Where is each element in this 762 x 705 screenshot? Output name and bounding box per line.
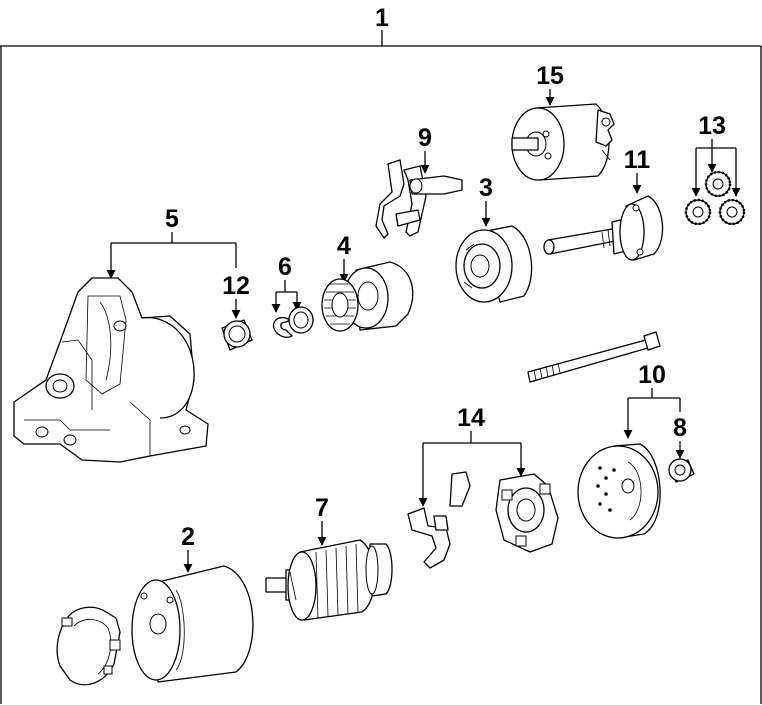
part-15-solenoid	[511, 103, 615, 181]
callout-2: 2	[181, 523, 195, 551]
part-6-rings	[273, 306, 314, 338]
callout-3: 3	[479, 174, 493, 202]
callout-6: 6	[278, 253, 292, 281]
callout-12: 12	[222, 272, 250, 300]
part-2-field-frame	[131, 565, 254, 683]
part-14-brush-holder	[407, 471, 559, 569]
diagram-frame	[0, 30, 762, 704]
part-12-bushing	[221, 319, 253, 351]
callout-4: 4	[337, 232, 351, 260]
callout-5: 5	[165, 205, 179, 233]
leader-lines	[106, 89, 741, 573]
callout-14: 14	[457, 404, 485, 432]
through-bolt	[527, 331, 661, 383]
callout-8: 8	[673, 414, 687, 442]
callout-11: 11	[624, 146, 651, 174]
part-7-armature	[265, 539, 393, 621]
end-bracket	[56, 606, 121, 686]
part-4-clutch-pinion	[321, 261, 414, 332]
part-3-gear-housing	[455, 225, 533, 303]
callout-7: 7	[315, 494, 329, 522]
part-5-drive-housing	[13, 277, 209, 463]
callout-13: 13	[698, 112, 726, 140]
part-9-shift-lever	[375, 159, 463, 239]
callout-10: 10	[638, 361, 666, 389]
part-10-commutator-end-frame	[577, 443, 661, 539]
part-13-planetary-gears	[684, 170, 746, 226]
part-11-planetary-shaft	[543, 195, 664, 261]
part-8-bushing	[668, 458, 695, 483]
callout-1: 1	[375, 4, 389, 32]
callout-15: 15	[536, 62, 564, 90]
callout-9: 9	[418, 124, 432, 152]
